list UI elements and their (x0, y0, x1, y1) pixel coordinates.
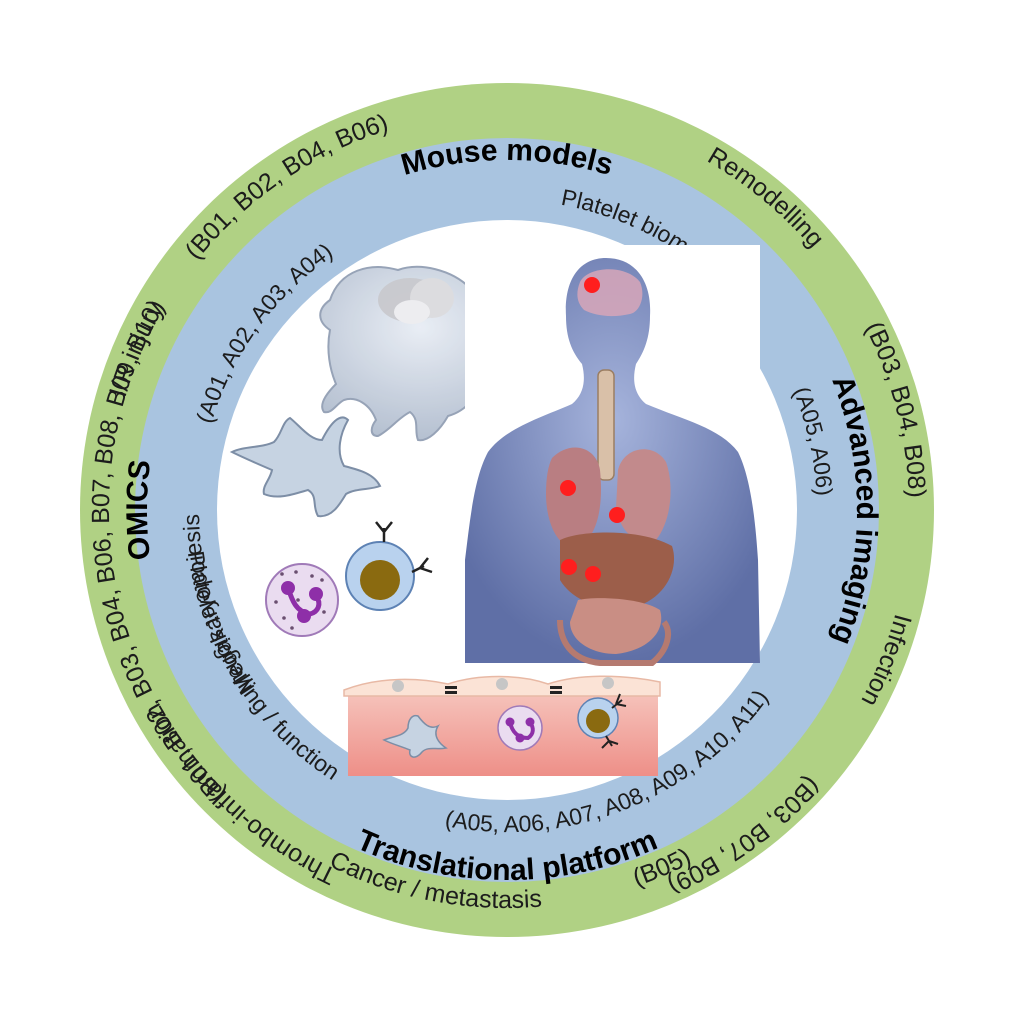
marker-lung-left (560, 480, 576, 496)
human-anatomy-icon (465, 245, 760, 666)
marker-stomach (585, 566, 601, 582)
middle-label-omics: OMICS (121, 458, 157, 561)
marker-heart (609, 507, 625, 523)
marker-liver (561, 559, 577, 575)
blood-vessel-icon (343, 675, 661, 776)
marker-brain (584, 277, 600, 293)
lymphocyte-icon (345, 521, 433, 611)
activated-platelet-icon (229, 416, 382, 518)
neutrophil-icon (265, 563, 339, 637)
